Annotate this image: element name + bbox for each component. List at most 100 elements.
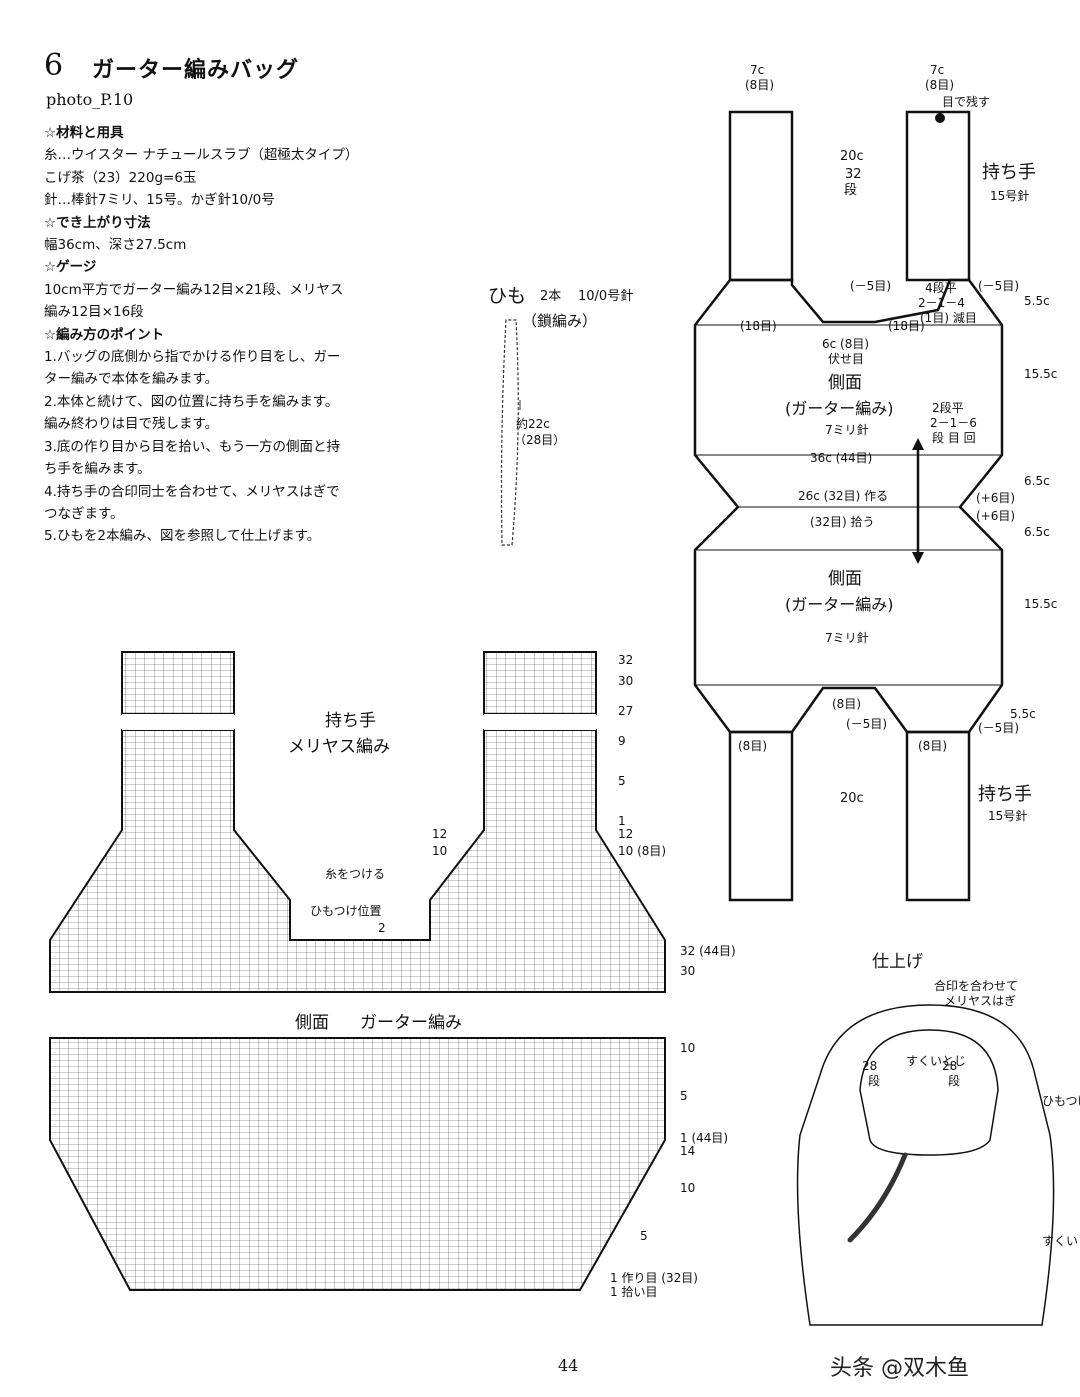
svg-text:(18目): (18目) [740, 319, 777, 333]
chart-side-label: 側面 [295, 1013, 329, 1033]
chart-handle-label: 持ち手 [325, 711, 376, 731]
svg-text:段: 段 [844, 183, 857, 198]
svg-text:(+6目): (+6目) [976, 491, 1015, 505]
svg-text:15.5c: 15.5c [1024, 367, 1057, 381]
photo-reference: photo_P.10 [46, 90, 134, 109]
instruction-line: ター編みで本体を編みます。 [44, 371, 219, 388]
svg-text:32: 32 [618, 653, 633, 667]
himo-diagram: ひも 2本 10/0号針 （鎖編み） 約22c （28目） [488, 285, 633, 546]
svg-text:メリヤスはぎ: メリヤスはぎ [944, 994, 1016, 1008]
svg-text:36c (44目): 36c (44目) [810, 451, 872, 465]
svg-text:メリヤス編み: メリヤス編み [288, 737, 390, 757]
page-number: 44 [558, 1356, 579, 1375]
finish-diagram: 仕上げ 合印を合わせて メリヤスはぎ 28 段 28 段 すくいとじ ひもつけ位… [796, 952, 1080, 1326]
instruction-line: 5.ひもを2本編み、図を参照して仕上げます。 [44, 528, 321, 545]
svg-text:(－5目): (－5目) [978, 721, 1019, 735]
svg-text:6c (8目): 6c (8目) [822, 337, 869, 351]
svg-text:5.5c: 5.5c [1010, 707, 1036, 721]
svg-text:4段平: 4段平 [925, 280, 957, 295]
stitch-chart: 持ち手 メリヤス編み 糸をつける ひもつけ位置 2 側面 ガーター編み 32 3… [49, 651, 736, 1299]
instruction-line: ☆ゲージ [44, 259, 97, 276]
svg-text:6.5c: 6.5c [1024, 474, 1050, 488]
instruction-line: こげ茶（23）220g=6玉 [44, 169, 197, 186]
instruction-line: 3.底の作り目から目を拾い、もう一方の側面と持 [44, 438, 340, 455]
svg-text:10: 10 [680, 1181, 695, 1195]
svg-text:（鎖編み）: （鎖編み） [522, 312, 597, 330]
svg-text:10/0号針: 10/0号針 [578, 289, 633, 304]
svg-text:段: 段 [868, 1073, 880, 1088]
svg-text:伏せ目: 伏せ目 [828, 352, 864, 366]
svg-text:2－1－4: 2－1－4 [918, 296, 965, 310]
svg-text:12: 12 [618, 827, 633, 841]
svg-text:(8目): (8目) [832, 697, 861, 711]
svg-text:27: 27 [618, 704, 633, 718]
svg-text:すくいとじ: すくいとじ [906, 1054, 966, 1068]
instruction-line: 編み終わりは目で残します。 [44, 416, 219, 433]
svg-text:ガーター編み: ガーター編み [360, 1013, 462, 1033]
svg-text:15号針: 15号針 [988, 808, 1027, 823]
svg-text:6.5c: 6.5c [1024, 525, 1050, 539]
svg-text:15.5c: 15.5c [1024, 597, 1057, 611]
svg-text:28: 28 [942, 1059, 957, 1073]
svg-text:約22c: 約22c [516, 416, 550, 431]
svg-text:(8目): (8目) [925, 78, 954, 92]
side-label-bottom: 側面 [828, 569, 862, 589]
svg-text:2段平: 2段平 [932, 400, 964, 415]
handle-label-top: 持ち手 [982, 162, 1036, 183]
svg-text:10: 10 [432, 844, 447, 858]
svg-text:7c: 7c [930, 63, 944, 77]
svg-text:（28目）: （28目） [514, 433, 565, 447]
svg-text:2本: 2本 [540, 289, 561, 304]
svg-text:合印を合わせて: 合印を合わせて [934, 978, 1018, 993]
svg-text:1: 1 [618, 814, 626, 828]
svg-text:14: 14 [680, 1144, 695, 1158]
svg-text:7ミリ針: 7ミリ針 [825, 630, 869, 645]
svg-text:ひもつけ位置: ひもつけ位置 [310, 903, 382, 918]
svg-text:2－1－6: 2－1－6 [930, 416, 977, 430]
instruction-line: つなぎます。 [44, 505, 124, 522]
svg-text:10: 10 [680, 1041, 695, 1055]
svg-text:(18目): (18目) [888, 319, 925, 333]
himo-label: ひも [488, 285, 526, 307]
instruction-line: 10cm平方でガーター編み12目×21段、メリヤス [44, 281, 344, 298]
instruction-line: 針…棒針7ミリ、15号。かぎ針10/0号 [44, 192, 275, 209]
pattern-number: 6 [44, 48, 64, 83]
svg-text:32: 32 [845, 167, 862, 182]
watermark: 头条 @双木鱼 [830, 1356, 969, 1381]
svg-text:段 目 回: 段 目 回 [932, 430, 976, 445]
svg-text:5: 5 [680, 1089, 688, 1103]
instruction-line: ☆でき上がり寸法 [44, 214, 151, 231]
instruction-line: 編み12目×16段 [44, 304, 144, 321]
side-label-top: 側面 [828, 373, 862, 393]
bag-schematic: 7c (8目) 7c (8目) 目で残す 20c 32 段 持ち手 15号針 (… [693, 63, 1057, 902]
svg-text:(32目) 拾う: (32目) 拾う [810, 514, 874, 529]
svg-text:(8目): (8目) [918, 739, 947, 753]
instruction-line: 2.本体と続けて、図の位置に持ち手を編みます。 [44, 393, 339, 410]
svg-text:5.5c: 5.5c [1024, 294, 1050, 308]
instruction-line: ☆材料と用具 [44, 125, 124, 141]
instruction-line: ☆編み方のポイント [44, 326, 165, 343]
svg-text:20c: 20c [840, 149, 864, 164]
instruction-line: 糸…ウイスター ナチュールスラブ（超極太タイプ） [44, 147, 359, 164]
svg-text:目で残す: 目で残す [942, 95, 990, 109]
svg-text:(ガーター編み): (ガーター編み) [785, 399, 894, 418]
svg-text:1 (44目): 1 (44目) [680, 1131, 728, 1145]
finish-title: 仕上げ [872, 952, 923, 972]
svg-text:(8目): (8目) [745, 78, 774, 92]
svg-text:糸をつける: 糸をつける [325, 867, 385, 881]
svg-text:28: 28 [862, 1059, 877, 1073]
svg-text:30: 30 [680, 964, 695, 978]
instruction-line: 幅36cm、深さ27.5cm [44, 237, 187, 254]
svg-text:(1目) 減目: (1目) 減目 [920, 310, 977, 325]
svg-text:10 (8目): 10 (8目) [618, 844, 666, 858]
svg-text:(－5目): (－5目) [846, 717, 887, 731]
svg-text:7c: 7c [750, 63, 764, 77]
svg-text:5: 5 [618, 774, 626, 788]
svg-text:(8目): (8目) [738, 739, 767, 753]
svg-text:1 拾い目: 1 拾い目 [610, 1284, 657, 1299]
svg-text:ひもつけ位置: ひもつけ位置 [1042, 1093, 1080, 1108]
instruction-line: 1.バッグの底側から指でかける作り目をし、ガー [44, 349, 341, 366]
pattern-title: ガーター編みバッグ [92, 58, 300, 83]
svg-text:32 (44目): 32 (44目) [680, 944, 736, 958]
svg-text:1 作り目 (32目): 1 作り目 (32目) [610, 1271, 698, 1285]
